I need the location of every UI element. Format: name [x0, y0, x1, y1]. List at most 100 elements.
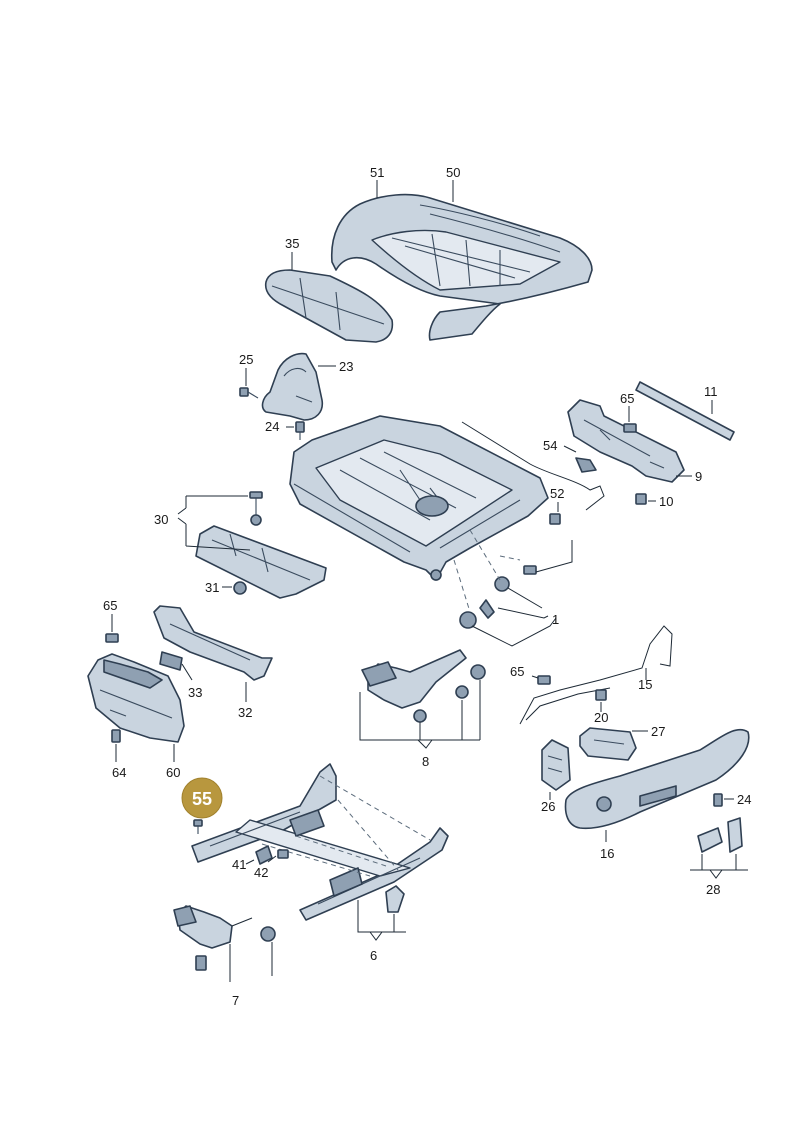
svg-text:41: 41 [232, 857, 246, 872]
motor-7[interactable] [173, 905, 276, 971]
svg-text:10: 10 [659, 494, 673, 509]
clip-54[interactable] [575, 457, 597, 473]
callout-7: 7 [229, 942, 273, 1008]
svg-text:32: 32 [238, 705, 252, 720]
callout-60: 60 [166, 744, 180, 780]
svg-text:35: 35 [285, 236, 299, 251]
callout-65-left: 65 [103, 598, 117, 632]
callout-65-right: 65 [510, 664, 539, 679]
buttons-28[interactable] [697, 817, 743, 853]
callout-52: 52 [550, 486, 564, 512]
svg-text:15: 15 [638, 677, 652, 692]
svg-text:65: 65 [103, 598, 117, 613]
svg-text:6: 6 [370, 948, 377, 963]
callout-8: 8 [359, 680, 481, 769]
callout-25: 25 [239, 352, 253, 386]
svg-text:60: 60 [166, 765, 180, 780]
front-trim-part[interactable] [153, 605, 273, 681]
callout-1: 1 [471, 540, 573, 647]
adjustment-bracket-part[interactable] [567, 399, 685, 483]
bolt-30[interactable] [249, 491, 263, 526]
seat-rail-assembly-6[interactable] [191, 763, 449, 921]
svg-text:16: 16 [600, 846, 614, 861]
svg-text:65: 65 [510, 664, 524, 679]
svg-text:11: 11 [704, 384, 718, 399]
svg-text:27: 27 [651, 724, 665, 739]
callout-6: 6 [357, 900, 406, 963]
side-trim-part[interactable] [261, 352, 324, 421]
callout-15: 15 [638, 668, 652, 692]
callout-11: 11 [704, 384, 718, 414]
control-unit-26[interactable] [541, 739, 571, 791]
svg-text:25: 25 [239, 352, 253, 367]
callout-23: 23 [318, 359, 353, 374]
svg-text:51: 51 [370, 165, 384, 180]
svg-text:50: 50 [446, 165, 460, 180]
callout-35: 35 [285, 236, 299, 270]
clip-65-left[interactable] [105, 633, 119, 643]
front-pad-part[interactable] [264, 269, 394, 343]
seat-cushion-part[interactable] [330, 193, 593, 341]
svg-text:24: 24 [737, 792, 751, 807]
highlight-badge-55[interactable]: 55 [181, 777, 223, 819]
callout-32: 32 [238, 682, 252, 720]
screw-25[interactable] [239, 387, 259, 399]
callout-26: 26 [541, 792, 555, 814]
callout-54: 54 [543, 438, 577, 453]
svg-text:55: 55 [192, 789, 212, 809]
callout-10: 10 [648, 494, 673, 509]
callout-16: 16 [600, 830, 614, 861]
screw-42[interactable] [277, 849, 289, 859]
callout-51: 51 [370, 165, 384, 198]
screw-20[interactable] [595, 689, 607, 701]
callout-41: 41 [232, 857, 255, 872]
callout-50: 50 [446, 165, 460, 202]
svg-text:28: 28 [706, 882, 720, 897]
svg-text:31: 31 [205, 580, 219, 595]
svg-text:9: 9 [695, 469, 702, 484]
svg-text:33: 33 [188, 685, 202, 700]
callout-42: 42 [254, 855, 277, 880]
callout-28: 28 [690, 854, 748, 897]
rail-strip-part[interactable] [635, 381, 735, 441]
clip-65-right[interactable] [537, 675, 551, 685]
callout-33: 33 [181, 663, 202, 700]
screw-24-top[interactable] [295, 421, 305, 440]
clip-33[interactable] [159, 651, 183, 671]
svg-text:54: 54 [543, 438, 557, 453]
screw-52[interactable] [549, 513, 561, 525]
callout-20: 20 [594, 702, 608, 725]
svg-text:42: 42 [254, 865, 268, 880]
cable-15-part[interactable] [519, 625, 673, 725]
screw-24-right[interactable] [713, 793, 723, 807]
screw-55[interactable] [193, 819, 203, 834]
switch-27-part[interactable] [579, 727, 637, 761]
side-panel-16[interactable] [564, 728, 750, 830]
svg-text:8: 8 [422, 754, 429, 769]
svg-text:65: 65 [620, 391, 634, 406]
fastener-group-1[interactable] [459, 565, 537, 629]
svg-text:64: 64 [112, 765, 126, 780]
side-cover-part[interactable] [87, 653, 185, 743]
nut-31[interactable] [233, 581, 247, 595]
screw-10[interactable] [635, 493, 647, 505]
screw-64[interactable] [111, 729, 121, 743]
callout-24-top: 24 [265, 419, 294, 434]
seat-frame-part[interactable] [289, 415, 549, 581]
motor-assembly-8[interactable] [361, 649, 486, 723]
frame-rod-part[interactable] [461, 421, 605, 511]
svg-text:7: 7 [232, 993, 239, 1008]
callout-27: 27 [632, 724, 665, 739]
svg-text:52: 52 [550, 486, 564, 501]
svg-text:23: 23 [339, 359, 353, 374]
callout-64: 64 [112, 744, 126, 780]
callout-24-right: 24 [724, 792, 751, 807]
clip-65-top[interactable] [623, 423, 637, 433]
bracket-41[interactable] [255, 845, 273, 865]
base-plate-part[interactable] [195, 525, 327, 599]
callout-31: 31 [205, 580, 232, 595]
svg-text:24: 24 [265, 419, 279, 434]
svg-text:26: 26 [541, 799, 555, 814]
callout-65-top: 65 [620, 391, 634, 422]
